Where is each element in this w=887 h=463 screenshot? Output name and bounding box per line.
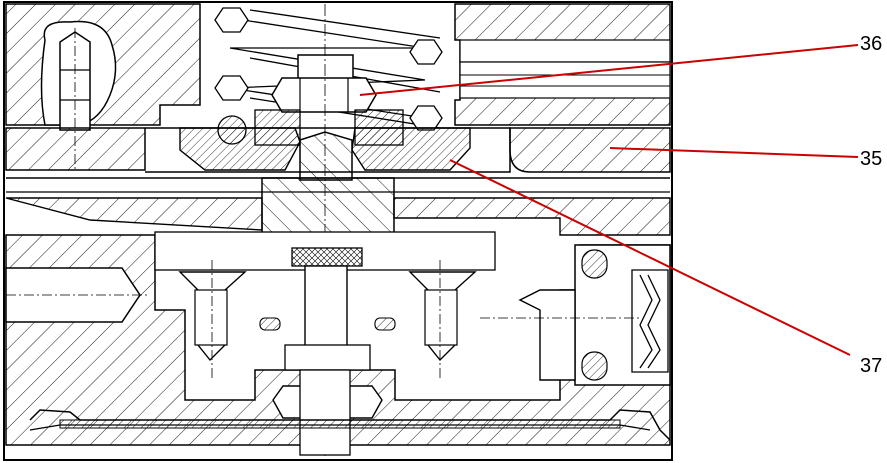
callout-36: 36 — [860, 33, 882, 55]
middle-disc — [5, 177, 671, 236]
leader-lines — [359, 44, 859, 356]
countersunk-screw-left — [178, 260, 247, 380]
left-pin — [5, 267, 150, 323]
leader-37 — [449, 159, 851, 356]
callout-labels: 36 35 37 — [860, 33, 882, 377]
countersunk-screw-right — [408, 260, 477, 380]
drawing-frame — [3, 1, 673, 461]
right-seal-assembly — [480, 244, 671, 386]
callout-37: 37 — [860, 355, 882, 377]
diaphragm — [29, 409, 671, 441]
top-left-screw-breakout — [40, 20, 117, 170]
leader-36 — [359, 44, 859, 96]
leader-35 — [609, 147, 859, 158]
cone-seat-37 — [179, 127, 471, 171]
lower-stem — [259, 247, 396, 456]
callout-35: 35 — [860, 148, 882, 170]
plate-35 — [5, 127, 671, 173]
